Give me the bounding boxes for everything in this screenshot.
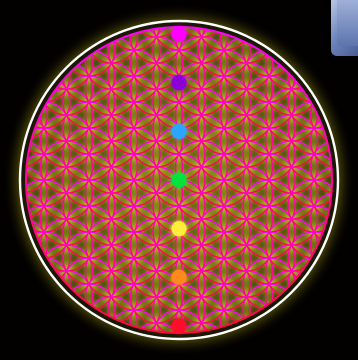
corner-tab-face [337, 0, 358, 46]
chakra-dot-root [172, 319, 187, 334]
chakra-dot-solar-plexus [172, 221, 187, 236]
chakra-dot-throat [172, 124, 187, 139]
chakra-dot-crown [172, 27, 187, 42]
corner-tab [331, 0, 358, 56]
chakra-dot-sacral [172, 270, 187, 285]
chakra-dot-heart [172, 173, 187, 188]
chakra-dot-third-eye [172, 75, 187, 90]
